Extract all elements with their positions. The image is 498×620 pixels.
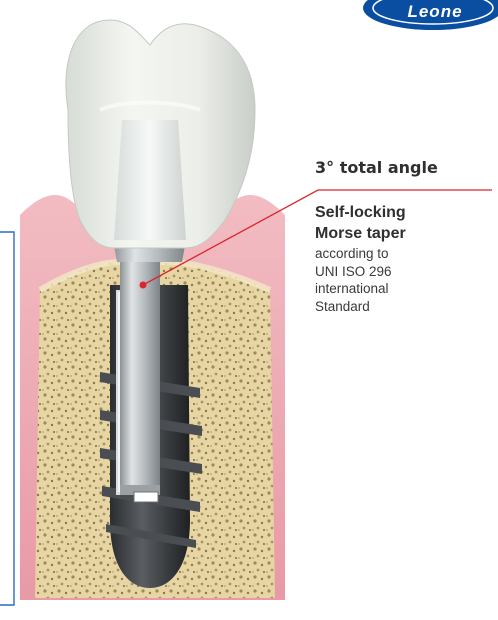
taper-title-line1: Self-locking [315, 202, 465, 223]
dental-crown [66, 20, 255, 248]
logo-text: Leone [380, 2, 490, 22]
taper-description: according to UNI ISO 296 international S… [315, 245, 455, 315]
leader-dot [140, 282, 147, 289]
left-bracket-line [0, 232, 14, 605]
taper-desc-line: UNI ISO 296 [315, 263, 455, 281]
angle-label: 3° total angle [315, 158, 438, 177]
taper-desc-line: international [315, 280, 455, 298]
taper-desc-line: Standard [315, 298, 455, 316]
taper-title: Self-locking Morse taper [315, 202, 465, 244]
taper-desc-line: according to [315, 245, 455, 263]
taper-title-line2: Morse taper [315, 223, 465, 244]
